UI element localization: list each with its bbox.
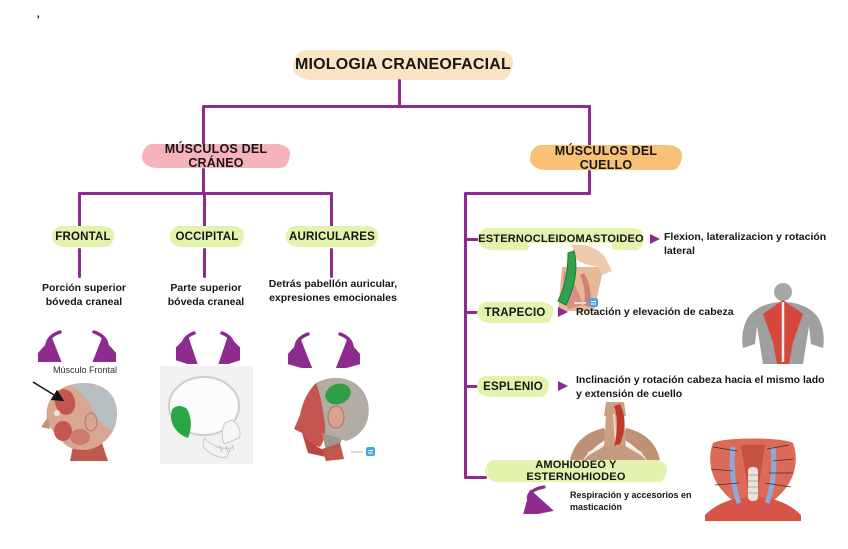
occipital-skull-image (160, 366, 253, 464)
frontal-image-caption: Músculo Frontal (52, 365, 118, 375)
connector-occipital-v (203, 192, 206, 228)
occipital-arrows-icon (176, 331, 240, 364)
trapecio-description: Rotación y elevación de cabeza (576, 306, 734, 318)
connector-cuello-h (464, 192, 591, 195)
watermark-icon (351, 447, 375, 456)
connector-title-v (398, 79, 401, 108)
connector-branches-h (202, 105, 591, 108)
auricular-muscles-image (286, 369, 374, 461)
connector-amohiodeo-stub (464, 476, 487, 479)
stray-mark: ' (37, 14, 40, 26)
pointer-arrow-icon (558, 381, 568, 391)
connector-frontal-v2 (78, 248, 81, 278)
connector-craneo-v1 (202, 105, 205, 146)
item-trapecio-node: TRAPECIO (477, 302, 553, 323)
connector-frontal-v (78, 192, 81, 228)
amohiodeo-curved-arrow-icon (522, 485, 554, 514)
occipital-description: Parte superior bóveda craneal (167, 282, 245, 309)
watermark-icon (574, 298, 598, 307)
branch-craneo-node: MÚSCULOS DEL CRÁNEO (142, 142, 290, 170)
frontal-head-illustration (32, 381, 118, 461)
hyoid-neck-illustration (705, 438, 801, 521)
connector-cuello-v2 (588, 170, 591, 195)
connector-auriculares-v (330, 192, 333, 228)
connector-auriculares-v2 (330, 248, 333, 278)
branch-cuello-node: MÚSCULOS DEL CUELLO (530, 144, 682, 172)
amohiodeo-description: Respiración y accesorios en masticación (570, 490, 692, 513)
trapezius-image (739, 282, 826, 368)
frontal-description: Porción superior bóveda craneal (41, 282, 126, 309)
connector-scm-stub (464, 238, 480, 241)
trapezius-back-illustration (742, 283, 824, 364)
frontal-arrows-icon (38, 330, 116, 366)
frontal-muscle-image: Músculo Frontal (28, 362, 142, 464)
pointer-arrow-icon (650, 234, 660, 244)
auriculares-description: Detrás pabellón auricular, expresiones e… (268, 278, 398, 305)
connector-trapecio-stub (464, 311, 480, 314)
occipital-skull-illustration (160, 366, 253, 464)
connector-cuello-v1 (588, 105, 591, 146)
sternocleidomastoid-image (528, 243, 612, 311)
hyoid-muscles-image (703, 437, 803, 521)
connector-craneo-v2 (202, 168, 205, 195)
title-node: MIOLOGIA CRANEOFACIAL (293, 50, 513, 80)
scm-neck-illustration (557, 244, 612, 311)
pointer-arrow-icon (558, 307, 568, 317)
connector-cuello-spine (464, 192, 467, 479)
leaf-frontal-node: FRONTAL (52, 226, 114, 247)
connector-occipital-v2 (203, 248, 206, 278)
connector-esplenio-stub (464, 385, 480, 388)
item-amohiodeo-node: AMOHIODEO Y ESTERNOHIODEO (485, 459, 667, 483)
esternocleidomastoideo-description: Flexion, lateralizacion y rotación later… (664, 231, 827, 258)
auriculares-arrows-icon (288, 332, 360, 368)
auricular-head-illustration (294, 377, 369, 461)
esplenio-description: Inclinación y rotación cabeza hacia el m… (576, 374, 825, 401)
leaf-auriculares-node: AURICULARES (286, 226, 378, 247)
item-esplenio-node: ESPLENIO (477, 376, 549, 397)
splenius-neck-illustration (570, 402, 660, 462)
splenius-image (568, 402, 662, 464)
leaf-occipital-node: OCCIPITAL (170, 226, 244, 247)
